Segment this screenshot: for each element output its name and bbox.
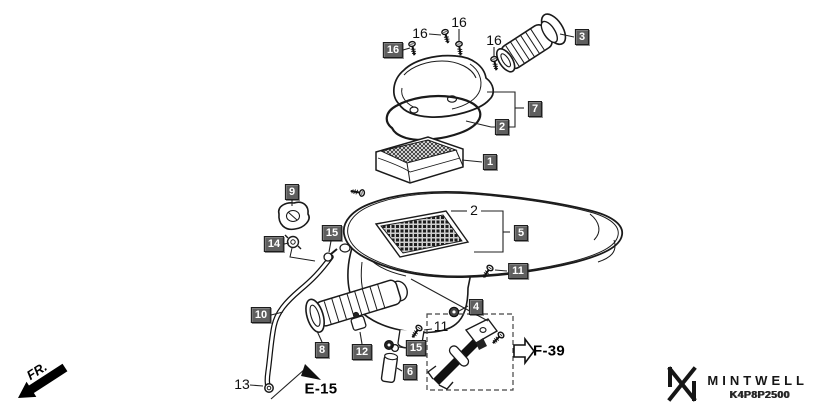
air-cleaner-housing-part5 <box>339 190 624 349</box>
callout-plain-13-5: 13 <box>234 376 250 392</box>
air-filter-element-part1 <box>375 136 464 184</box>
callout-plain-2-3: 2 <box>470 202 478 218</box>
callout-box-12-13: 12 <box>351 344 373 360</box>
tube-band-clamp-part12 <box>350 311 367 331</box>
brand-logo-text: MINTWELL <box>707 373 808 388</box>
callout-box-5-7: 5 <box>513 225 529 241</box>
callout-box-3-1: 3 <box>574 29 590 45</box>
mount-nut-part4 <box>448 306 460 318</box>
callout-box-4-10: 4 <box>468 299 484 315</box>
callout-box-8-12: 8 <box>314 342 330 358</box>
callout-box-9-5: 9 <box>284 184 300 200</box>
grommet-part15a <box>323 248 338 262</box>
clip-part15b <box>384 340 400 353</box>
callout-box-2-3: 2 <box>494 119 510 135</box>
callout-box-7-2: 7 <box>527 101 543 117</box>
ref-e15: E-15 <box>304 380 338 398</box>
e15-arrow-icon <box>301 364 321 380</box>
air-intake-duct-part3 <box>495 13 567 73</box>
callout-box-15-6: 15 <box>321 225 343 241</box>
tube-part6 <box>380 352 399 384</box>
callout-plain-16-0: 16 <box>412 25 428 41</box>
bracket-assembly-f39 <box>426 313 514 391</box>
cover-gasket-part2 <box>385 94 482 141</box>
callout-box-10-11: 10 <box>250 307 272 323</box>
drain-hose-part10 <box>264 254 334 389</box>
connecting-tube-part8 <box>305 279 402 333</box>
callout-box-14-8: 14 <box>263 236 285 252</box>
callout-box-16-0: 16 <box>382 42 404 58</box>
callout-box-1-4: 1 <box>482 154 498 170</box>
sensor-part9 <box>277 201 310 231</box>
hose-ring-part13 <box>264 383 274 393</box>
brand-logo: MINTWELL K4P8P2500 <box>666 366 808 404</box>
part-code: K4P8P2500 <box>729 389 790 401</box>
callout-plain-16-1: 16 <box>451 14 467 30</box>
callout-box-15-14: 15 <box>405 340 427 356</box>
callout-box-11-9: 11 <box>508 263 528 279</box>
callout-plain-16-2: 16 <box>486 32 502 48</box>
mintwell-logo-icon <box>667 366 698 402</box>
ref-f39: F-39 <box>532 342 566 360</box>
f39-arrow-icon <box>513 336 535 366</box>
callout-box-6-15: 6 <box>402 364 418 380</box>
callout-plain-11-4: 11 <box>433 318 449 334</box>
fr-direction-arrow: FR. <box>18 359 68 398</box>
clamp-part14 <box>284 234 316 262</box>
